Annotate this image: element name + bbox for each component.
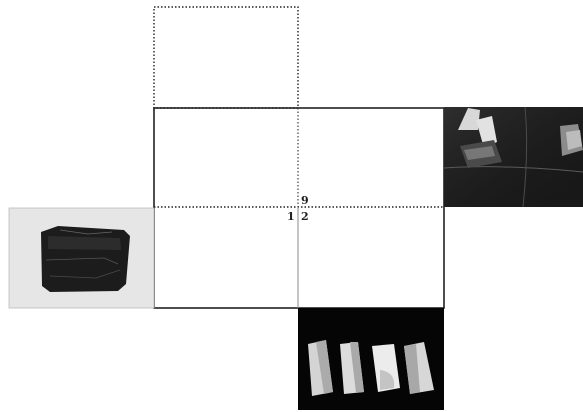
right-photo xyxy=(444,107,583,207)
left-photo xyxy=(9,208,154,308)
label-top: 9 xyxy=(301,194,309,207)
label-bottom-right: 2 xyxy=(301,210,309,223)
main-rectangle xyxy=(154,108,444,308)
top-dotted-flap xyxy=(154,7,298,108)
bottom-photo xyxy=(298,308,444,410)
label-bottom-left: 1 xyxy=(287,210,295,223)
